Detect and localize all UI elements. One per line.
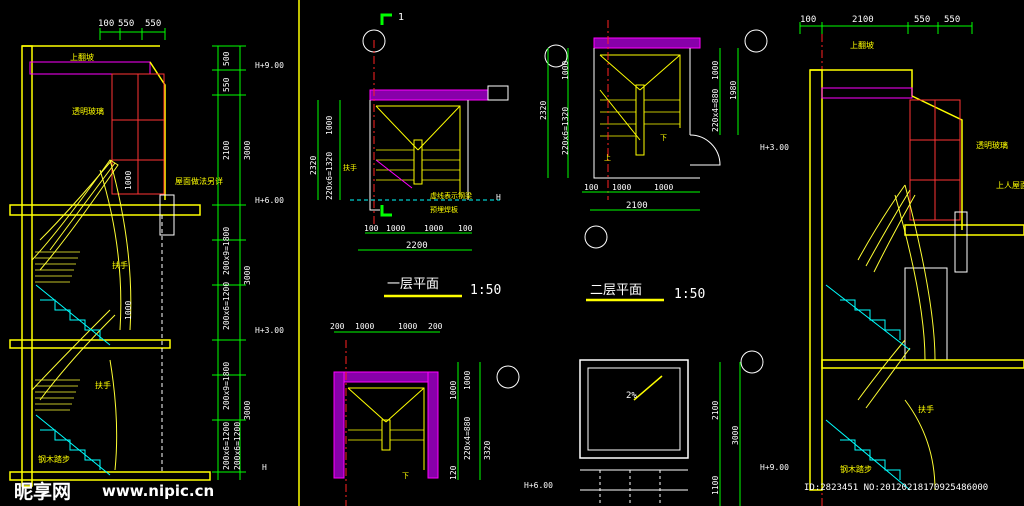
watermark: 昵享网 www.nipic.cn ID:2823451 NO:201202181… [14, 480, 988, 503]
plan3-level: H+6.00 [524, 481, 553, 490]
left-label-handrail-1: 扶手 [112, 260, 128, 270]
roof-level: H+9.00 [760, 463, 789, 472]
right-label-glass: 透明玻璃 [976, 140, 1008, 150]
right-label-steel-stair: 钢木踏步 [840, 464, 872, 474]
plan2-label-down: 下 [660, 134, 667, 142]
left-vdim-13: 200x6=1200 [233, 422, 242, 470]
left-top-dim-1: 100 [98, 19, 114, 29]
left-vdim-12: 1000 [124, 301, 133, 320]
right-tdim-3: 550 [914, 15, 930, 25]
roof-rdim-2: 3000 [731, 426, 740, 445]
plan2-label-up: 上 [604, 153, 611, 162]
plan1-bdim-3: 1000 [424, 224, 443, 233]
left-level-6: H+6.00 [255, 196, 284, 205]
left-section: 100 550 550 500 550 2100 3000 1000 200x6… [9, 19, 284, 487]
plan-one: 1 2320 1000 220x6=1320 100 1000 [309, 12, 509, 298]
left-vdim-4: 3000 [243, 141, 252, 160]
left-label-handrail-2: 扶手 [95, 380, 111, 390]
plan3-tdim-3: 1000 [398, 322, 417, 331]
plan1-title: 一层平面 [387, 277, 439, 292]
plan1-vdim-total: 2320 [309, 156, 318, 175]
left-vdim-6: 200x6=1200 [222, 282, 231, 330]
plan2-bdim-1: 100 [584, 183, 599, 192]
watermark-url: www.nipic.cn [102, 482, 214, 500]
plan2-vdim-steps: 220x6=1320 [561, 107, 570, 155]
watermark-logo: 昵享网 [14, 480, 71, 503]
plan1-bdim-1: 100 [364, 224, 379, 233]
right-label-handrail: 扶手 [918, 404, 934, 414]
plan3-rdim-1: 1000 [449, 381, 458, 400]
plan-roof: 2% 2100 3000 1100 H+9.00 [579, 350, 789, 506]
roof-rdim-1: 2100 [711, 401, 720, 420]
plan1-vdim-1000: 1000 [325, 116, 334, 135]
plan1-bdim-2: 1000 [386, 224, 405, 233]
right-tdim-1: 100 [800, 15, 816, 25]
plan1-label-dashed: 虚线表示钢梁 [430, 191, 472, 200]
left-top-dim-3: 550 [145, 19, 161, 29]
right-label-parapet: 上翻坡 [850, 40, 874, 50]
left-vdim-5: 1000 [124, 171, 133, 190]
plan3-tdim-4: 200 [428, 322, 443, 331]
plan1-label-handrail: 扶手 [343, 163, 357, 172]
plan3-label-down: 下 [402, 472, 409, 480]
left-vdim-3: 2100 [222, 141, 231, 160]
plan3-tdim-1: 200 [330, 322, 345, 331]
plan2-total-dim: 2100 [626, 201, 648, 211]
plan1-label-plate: 预埋焊板 [430, 205, 458, 214]
plan2-rdim-2: 220x4=880 [711, 88, 720, 132]
plan2-rdim-1: 1000 [711, 61, 720, 80]
left-label-steel-stair: 钢木踏步 [38, 454, 70, 464]
plan-three: 200 1000 1000 200 1000 220x4=880 1000 12… [330, 322, 553, 506]
plan-two: 2320 1000 220x6=1320 1000 220x4=880 1980… [539, 20, 789, 302]
right-tdim-4: 550 [944, 15, 960, 25]
left-level-9: H+9.00 [255, 61, 284, 70]
left-vdim-7: 200x9=1800 [222, 227, 231, 275]
left-vdim-10: 200x9=1800 [222, 362, 231, 410]
plan2-bdim-3: 1000 [654, 183, 673, 192]
roof-slope: 2% [626, 391, 637, 401]
left-label-glass: 透明玻璃 [72, 106, 104, 116]
plan1-level: H [496, 193, 501, 202]
plan2-bdim-2: 1000 [612, 183, 631, 192]
plan2-scale: 1:50 [674, 287, 705, 302]
roof-rdim-3: 1100 [711, 476, 720, 495]
plan3-rdim-2: 220x4=880 [463, 416, 472, 460]
left-label-roof: 屋面做法另详 [175, 176, 223, 186]
plan2-vdim-1000: 1000 [561, 61, 570, 80]
right-section: 100 2100 550 550 [799, 15, 1024, 506]
left-vdim-1: 500 [222, 51, 231, 66]
plan3-tdim-2: 1000 [355, 322, 374, 331]
plan1-vdim-steps: 220x6=1320 [325, 152, 334, 200]
left-vdim-8: 3000 [243, 266, 252, 285]
left-label-parapet: 上翻坡 [70, 52, 94, 62]
left-vdim-11: 3000 [243, 401, 252, 420]
plan3-rdim-5: 3320 [483, 441, 492, 460]
left-level-3: H+3.00 [255, 326, 284, 335]
plan1-total-dim: 2200 [406, 241, 428, 251]
plan1-axis-mark: 1 [398, 12, 404, 23]
right-label-roof-access: 上人屋面 [996, 181, 1024, 190]
plan1-scale: 1:50 [470, 283, 501, 298]
plan3-rdim-4: 120 [449, 465, 458, 480]
plan1-bdim-4: 100 [458, 224, 473, 233]
left-vdim-2: 550 [222, 77, 231, 92]
right-tdim-2: 2100 [852, 15, 874, 25]
watermark-id: ID:2823451 NO:20120218170925486000 [804, 483, 988, 493]
plan2-vdim-total: 2320 [539, 101, 548, 120]
left-top-dim-2: 550 [118, 19, 134, 29]
plan2-rdim-3: 1980 [729, 81, 738, 100]
plan2-level: H+3.00 [760, 143, 789, 152]
left-vdim-9: 200x6=1200 [222, 422, 231, 470]
plan3-rdim-3: 1000 [463, 371, 472, 390]
left-level-0: H [262, 463, 267, 472]
plan2-title: 二层平面 [590, 283, 642, 298]
